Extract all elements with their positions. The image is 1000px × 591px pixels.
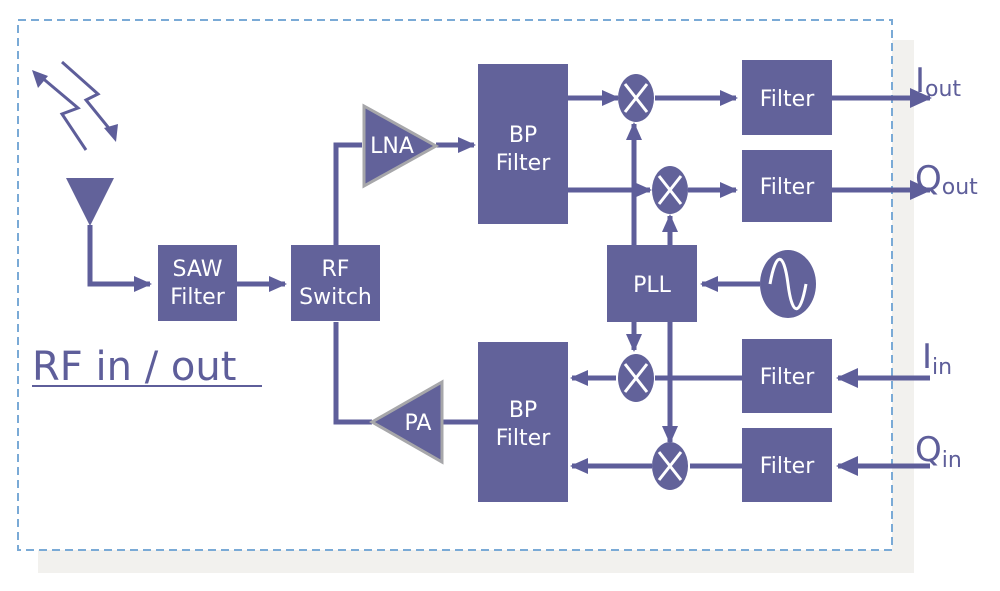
mixer-icon (652, 442, 688, 490)
lna-amplifier: LNA (362, 103, 440, 189)
pa-amplifier: PA (368, 379, 444, 465)
mixer-icon (618, 354, 654, 402)
bp-filter-tx-label-2: Filter (496, 426, 551, 451)
port-qin-label: Qin (915, 430, 962, 473)
filter-iout-label: Filter (760, 87, 815, 112)
filter-iin-block: Filter (742, 339, 832, 413)
filter-qin-block: Filter (742, 428, 832, 502)
filter-qout-label: Filter (760, 175, 815, 200)
bp-filter-tx-label-1: BP (509, 398, 537, 423)
rf-in-out-label: RF in / out (32, 344, 236, 390)
bp-filter-tx-block: BP Filter (478, 342, 568, 502)
saw-filter-label-2: Filter (170, 285, 225, 310)
rf-switch-block: RF Switch (291, 245, 380, 321)
lna-label: LNA (370, 134, 414, 159)
filter-iin-label: Filter (760, 365, 815, 390)
oscillator-icon (760, 250, 816, 318)
port-iin-label: Iin (922, 337, 952, 380)
rf-switch-label-1: RF (322, 257, 350, 282)
saw-filter-block: SAW Filter (158, 245, 237, 321)
mixer-icon (618, 74, 654, 122)
rf-switch-label-2: Switch (299, 285, 372, 310)
pll-block: PLL (607, 245, 697, 322)
filter-iout-block: Filter (742, 60, 832, 135)
saw-filter-label-1: SAW (173, 257, 223, 282)
pa-label: PA (405, 411, 432, 436)
port-iout-label: Iout (915, 61, 961, 102)
bp-filter-rx-label-1: BP (509, 123, 537, 148)
mixer-icon (652, 166, 688, 214)
filter-qout-block: Filter (742, 150, 832, 222)
pll-label: PLL (633, 273, 672, 298)
port-qout-label: Qout (915, 159, 978, 200)
bp-filter-rx-block: BP Filter (478, 64, 568, 224)
antenna-icon (66, 178, 114, 226)
signal-lines (87, 88, 932, 476)
filter-qin-label: Filter (760, 454, 815, 479)
lightning-icon (32, 60, 118, 151)
bp-filter-rx-label-2: Filter (496, 151, 551, 176)
